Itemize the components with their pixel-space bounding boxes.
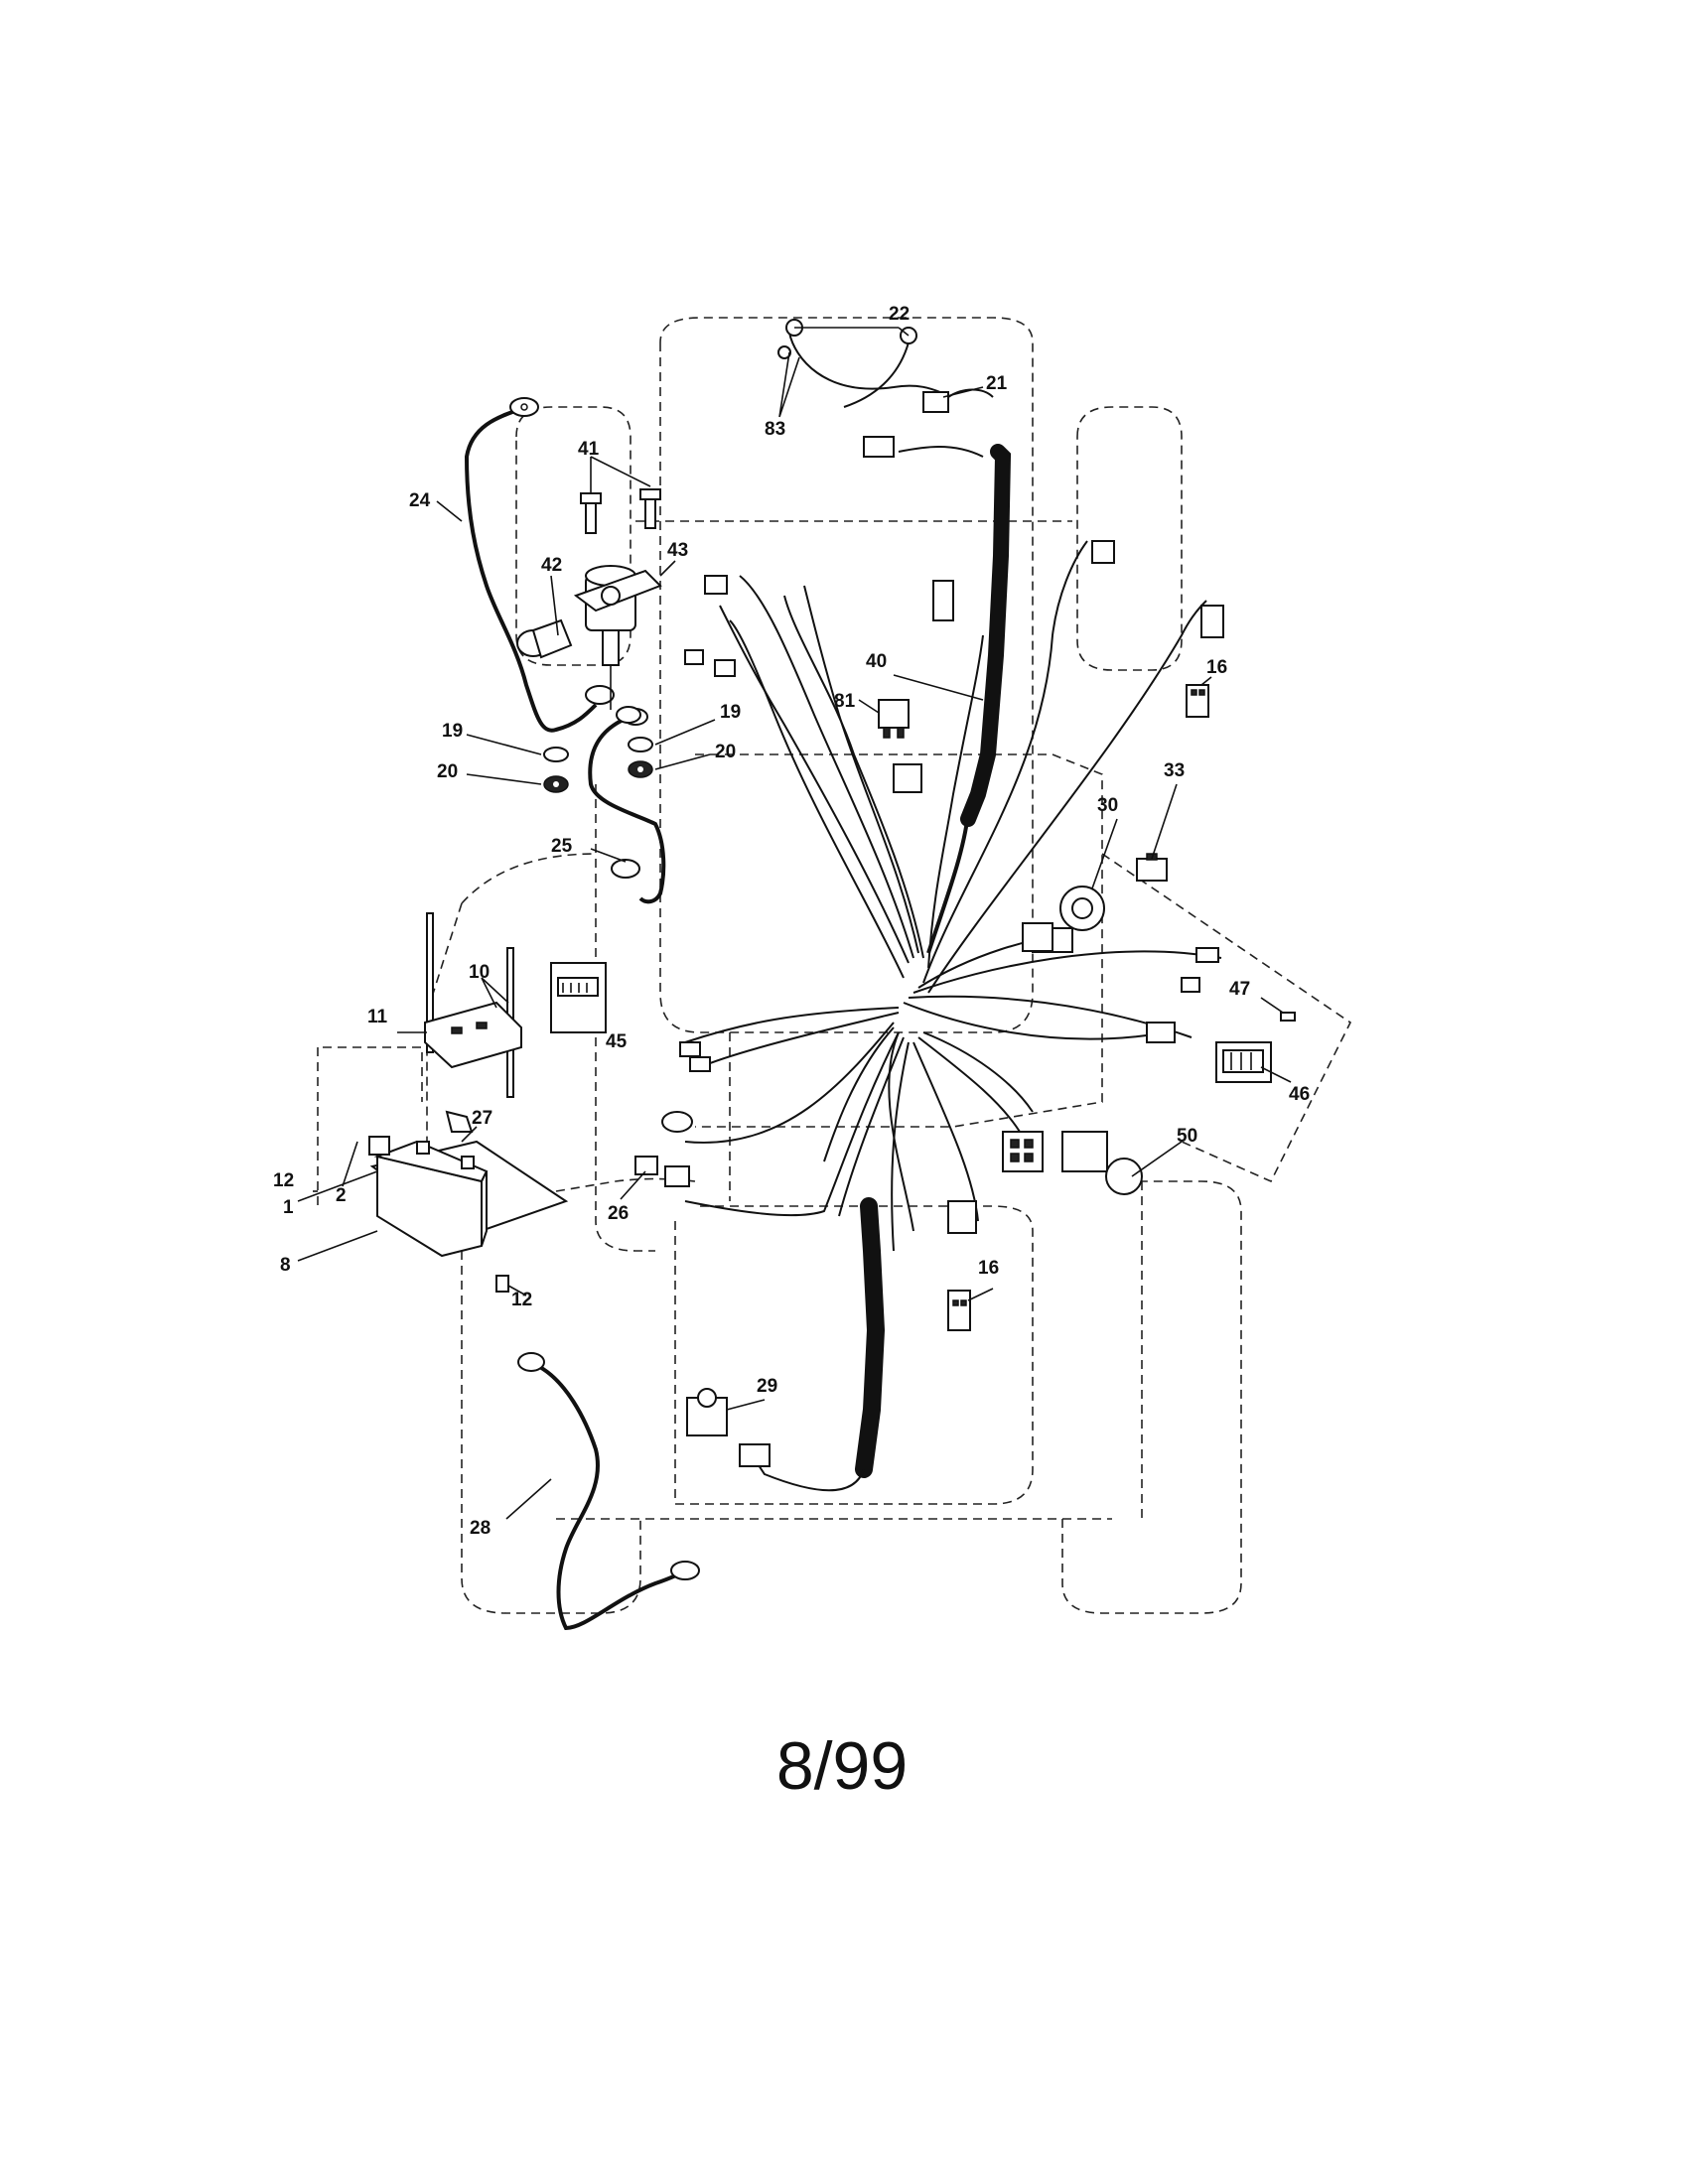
callout-40: 40 bbox=[866, 651, 887, 672]
callout-21: 21 bbox=[986, 373, 1008, 394]
callout-19a: 19 bbox=[442, 721, 463, 742]
callout-19b: 19 bbox=[720, 702, 741, 723]
callout-41: 41 bbox=[578, 439, 600, 460]
callout-1: 1 bbox=[283, 1197, 294, 1218]
hour-meter bbox=[1215, 1012, 1296, 1083]
leader-lines bbox=[297, 327, 1292, 1520]
callout-12a: 12 bbox=[273, 1170, 294, 1191]
battery-assembly bbox=[368, 912, 569, 1293]
callout-26: 26 bbox=[608, 1203, 629, 1224]
callout-11: 11 bbox=[367, 1007, 388, 1027]
callout-42: 42 bbox=[541, 555, 562, 576]
callout-33: 33 bbox=[1164, 760, 1185, 781]
switch-50 bbox=[1061, 1131, 1143, 1195]
module-45 bbox=[550, 962, 607, 1033]
callout-50: 50 bbox=[1177, 1126, 1197, 1147]
callout-46: 46 bbox=[1289, 1084, 1310, 1105]
callout-47: 47 bbox=[1229, 979, 1250, 1000]
callout-22: 22 bbox=[889, 304, 910, 325]
date-code: 8/99 bbox=[775, 1728, 909, 1804]
callout-8: 8 bbox=[280, 1255, 291, 1276]
terminal-boot bbox=[516, 618, 573, 659]
callout-25: 25 bbox=[551, 836, 573, 857]
harness-sleeve bbox=[754, 444, 1012, 1492]
harness-connectors bbox=[634, 540, 1219, 1467]
ground-cable-28 bbox=[517, 1352, 700, 1631]
callout-43: 43 bbox=[667, 540, 688, 561]
callout-12b: 12 bbox=[511, 1290, 532, 1310]
callout-labels: 22 21 83 41 24 43 42 40 16 81 19 19 20 2… bbox=[273, 304, 1310, 1539]
headlight-harness bbox=[777, 319, 994, 458]
callout-16b: 16 bbox=[978, 1258, 999, 1279]
callout-28: 28 bbox=[470, 1518, 491, 1539]
battery-cable-24 bbox=[464, 397, 615, 733]
callout-81: 81 bbox=[834, 691, 856, 712]
callout-2: 2 bbox=[336, 1185, 347, 1206]
wiring-harness bbox=[684, 540, 1222, 1252]
callout-20a: 20 bbox=[437, 761, 458, 782]
connector-16 bbox=[947, 605, 1224, 1331]
callout-20b: 20 bbox=[715, 742, 736, 762]
battery-cable-25 bbox=[588, 708, 666, 904]
solenoid bbox=[573, 488, 662, 724]
callout-24: 24 bbox=[409, 490, 431, 511]
callout-27: 27 bbox=[472, 1108, 492, 1129]
relay-81 bbox=[878, 699, 910, 739]
callout-29: 29 bbox=[757, 1376, 777, 1397]
callout-30: 30 bbox=[1097, 795, 1118, 816]
washers-nuts bbox=[543, 737, 653, 793]
seat-switch bbox=[686, 1388, 728, 1436]
callout-83: 83 bbox=[765, 419, 785, 440]
callout-45: 45 bbox=[606, 1031, 628, 1052]
callout-10: 10 bbox=[469, 962, 490, 983]
callout-16a: 16 bbox=[1206, 657, 1227, 678]
